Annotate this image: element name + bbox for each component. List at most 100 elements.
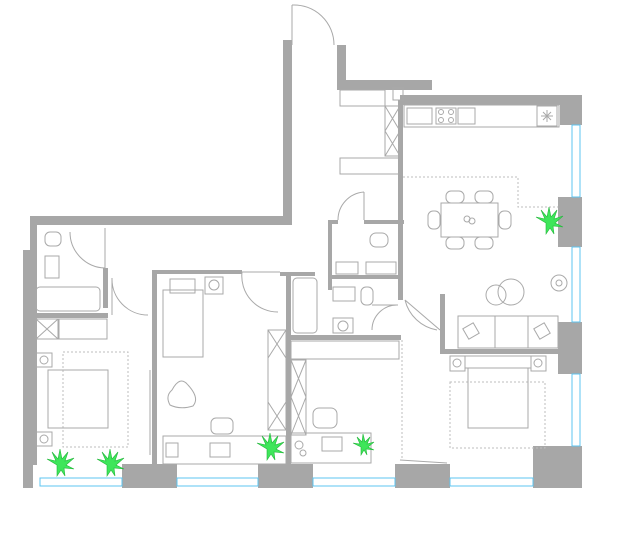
lamp (39, 355, 49, 365)
wc-door[interactable] (337, 191, 365, 221)
windows (39, 124, 581, 487)
decor (294, 440, 304, 450)
side-table (485, 284, 507, 306)
plants (46, 206, 564, 477)
nightstand (35, 352, 53, 368)
wall (400, 95, 582, 105)
rug (449, 381, 546, 449)
kitchen-sink (406, 107, 433, 125)
wall (440, 349, 560, 354)
pillow (169, 278, 196, 294)
stove (435, 107, 457, 125)
kitchen-zone-boundary (403, 176, 558, 208)
nightstand (449, 355, 466, 372)
desk (290, 432, 372, 464)
plant-icon (46, 448, 75, 477)
wc-fixtures (335, 232, 397, 275)
bedroom-1-furniture (35, 351, 129, 448)
window (571, 124, 581, 198)
wall (258, 464, 313, 488)
bedroom-1-door[interactable] (111, 277, 149, 316)
wall (33, 313, 108, 318)
window (571, 246, 581, 323)
cross-mark (290, 359, 307, 436)
headboard (464, 355, 532, 369)
toilet (360, 286, 374, 306)
burner (438, 117, 444, 123)
wall (533, 446, 582, 488)
sink (332, 286, 356, 302)
double-bed (47, 369, 109, 429)
wall (103, 268, 108, 308)
sofa-cushions (494, 316, 529, 348)
wardrobe (290, 359, 307, 436)
plant-icon (256, 432, 285, 461)
nightstand (530, 355, 547, 372)
wall (152, 270, 157, 465)
wall (286, 272, 291, 465)
wall (558, 322, 582, 374)
kitchen-living-furniture (403, 104, 568, 349)
floor-lamp (550, 274, 568, 292)
wall (280, 272, 315, 276)
single-bed (162, 289, 204, 358)
nightstand (204, 276, 224, 295)
bedroom-2-door[interactable] (241, 271, 280, 313)
wall (337, 80, 432, 90)
pillow (533, 322, 551, 340)
burner (448, 117, 454, 123)
chair (427, 210, 441, 230)
plant-icon (535, 206, 564, 235)
window (571, 373, 581, 447)
decor (468, 217, 476, 225)
lamp (452, 358, 462, 368)
wall (328, 220, 332, 290)
nightstand (35, 431, 53, 447)
bathroom-2-fixtures (292, 277, 374, 334)
floor-lamp (555, 279, 563, 287)
chair (474, 236, 494, 250)
kitchen-counter (403, 104, 560, 128)
wall (152, 270, 242, 274)
fridge (536, 105, 558, 127)
study-furniture (290, 340, 403, 464)
toilet (369, 232, 389, 248)
desk (162, 435, 287, 465)
wardrobe (267, 329, 287, 431)
bathroom-1-fixtures (35, 231, 108, 340)
cabinet (365, 261, 397, 275)
living-door[interactable] (404, 299, 441, 331)
bathtub (292, 277, 318, 334)
sink (44, 255, 60, 279)
lamp (208, 279, 220, 291)
sofa (457, 315, 559, 349)
bathroom-2-door[interactable] (371, 304, 399, 331)
wall (30, 216, 291, 225)
wall (440, 294, 445, 354)
beanbag (167, 380, 197, 409)
bathroom-door[interactable] (69, 228, 106, 269)
wall (328, 220, 338, 224)
laptop (321, 436, 343, 452)
lamp (39, 434, 49, 444)
cross-mark (267, 329, 287, 431)
washing-machine (332, 317, 354, 334)
plant-icon (96, 448, 125, 477)
cross-mark (35, 318, 59, 340)
study-sliding-door[interactable] (399, 459, 448, 464)
chair (210, 417, 234, 435)
laptop (209, 442, 231, 458)
entrance-door[interactable] (291, 4, 335, 46)
lamp (533, 358, 543, 368)
doors (69, 4, 448, 464)
bathtub (35, 286, 101, 312)
wall (33, 225, 37, 465)
bedroom-2-furniture (162, 276, 287, 465)
rug (62, 351, 129, 448)
window (449, 477, 534, 487)
sink (335, 261, 359, 275)
snowflake-icon (541, 110, 553, 122)
dishwasher (457, 107, 476, 125)
shelving (339, 157, 401, 175)
